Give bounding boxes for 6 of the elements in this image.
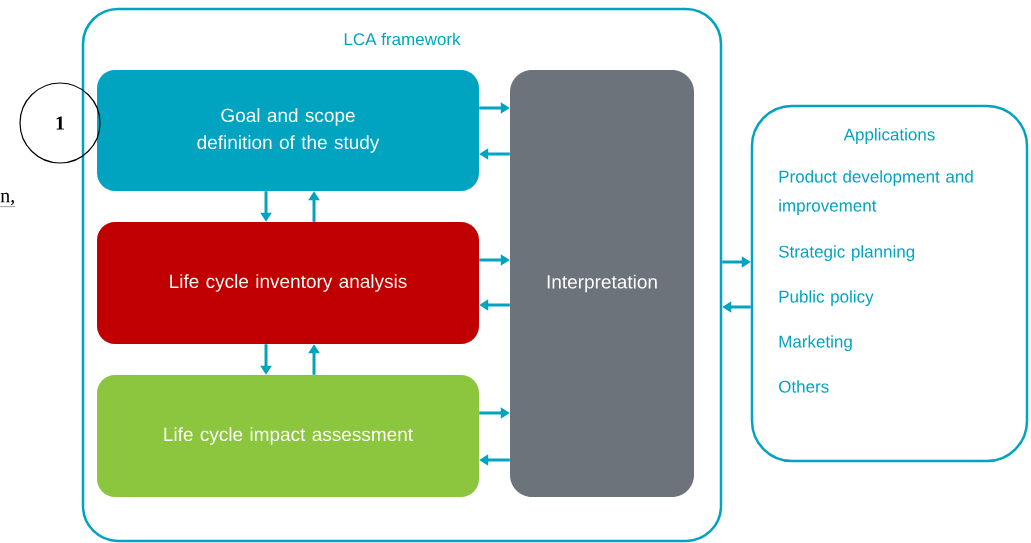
process-box: Life cycle impact assessment — [97, 375, 479, 497]
text-fragment: n, — [0, 192, 16, 207]
applications-box: Applications Product development and improvement Strategic planning Public policy Marketing Others — [750, 104, 1029, 463]
process-box: Goal and scope definition of the study — [97, 70, 479, 191]
process-box: Life cycle inventory analysis — [97, 222, 479, 344]
process-box: Interpretation — [510, 70, 694, 497]
